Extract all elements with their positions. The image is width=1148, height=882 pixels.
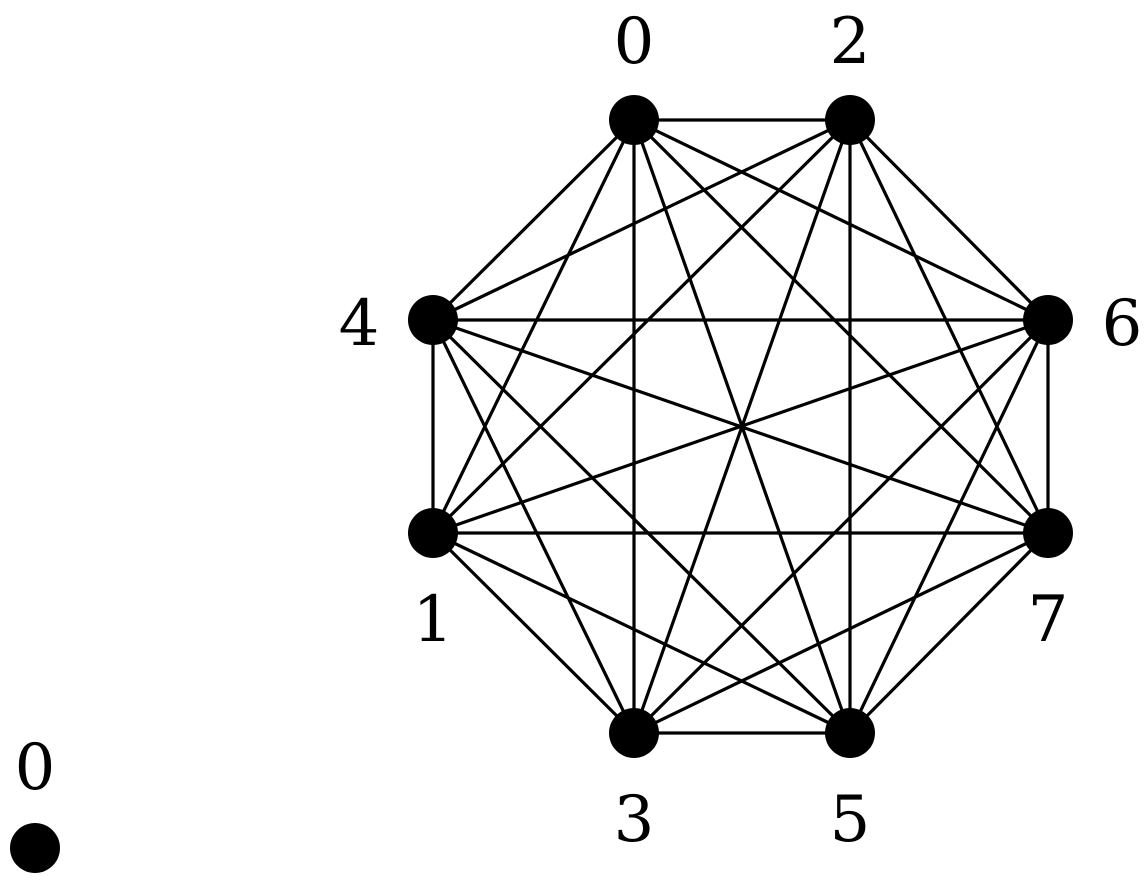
isolated-node-0 bbox=[10, 823, 60, 873]
edge-7-5 bbox=[848, 531, 1050, 735]
labels-layer: 0 2 4 6 1 7 3 5 bbox=[339, 5, 1143, 857]
edge-2-6 bbox=[848, 118, 1050, 322]
node-label-2: 2 bbox=[830, 5, 871, 79]
node-label-3: 3 bbox=[614, 783, 655, 857]
edge-2-4 bbox=[431, 118, 852, 322]
edge-6-5 bbox=[848, 318, 1050, 735]
node-0 bbox=[609, 95, 659, 145]
node-2 bbox=[825, 95, 875, 145]
edge-1-5 bbox=[431, 531, 852, 735]
edge-0-6 bbox=[632, 118, 1050, 322]
node-label-5: 5 bbox=[830, 783, 871, 857]
edge-1-3 bbox=[431, 531, 636, 735]
node-label-4: 4 bbox=[339, 287, 380, 361]
edge-4-3 bbox=[431, 318, 636, 735]
edge-2-1 bbox=[431, 118, 852, 535]
node-label-6: 6 bbox=[1102, 287, 1143, 361]
node-3 bbox=[609, 708, 659, 758]
node-label-7: 7 bbox=[1028, 583, 1069, 657]
isolated-graph: 0 bbox=[10, 731, 60, 873]
edge-6-3 bbox=[632, 318, 1050, 735]
edges-layer bbox=[431, 118, 1050, 735]
edge-6-1 bbox=[431, 318, 1050, 535]
node-5 bbox=[825, 708, 875, 758]
node-4 bbox=[408, 295, 458, 345]
edge-0-7 bbox=[632, 118, 1050, 535]
node-1 bbox=[408, 508, 458, 558]
edge-0-1 bbox=[431, 118, 636, 535]
edge-2-7 bbox=[848, 118, 1050, 535]
nodes-layer bbox=[408, 95, 1073, 758]
edge-7-3 bbox=[632, 531, 1050, 735]
node-7 bbox=[1023, 508, 1073, 558]
isolated-node-label-0: 0 bbox=[15, 731, 56, 805]
edge-0-4 bbox=[431, 118, 636, 322]
node-label-1: 1 bbox=[413, 583, 454, 657]
edge-4-5 bbox=[431, 318, 852, 735]
node-label-0: 0 bbox=[614, 5, 655, 79]
node-6 bbox=[1023, 295, 1073, 345]
